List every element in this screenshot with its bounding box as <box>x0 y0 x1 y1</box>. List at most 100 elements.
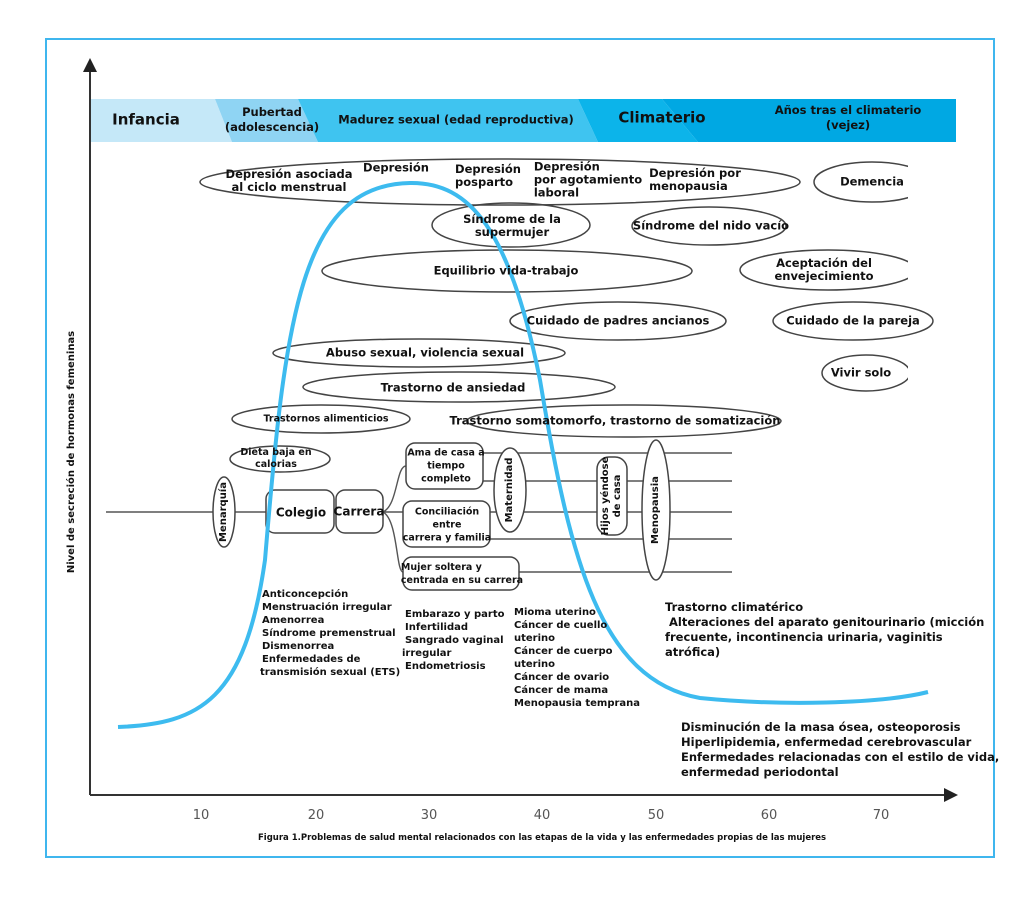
disease-item: Alteraciones del aparato genitourinario … <box>665 615 985 629</box>
diseases-elderly: Disminución de la masa ósea, osteoporosi… <box>681 720 999 780</box>
disease-item: Cáncer de cuello <box>514 620 608 631</box>
disease-item: Enfermedades de <box>262 654 361 665</box>
oval-depression <box>199 158 801 206</box>
stage-infancia: Infancia <box>112 110 180 129</box>
label-maternidad: Maternidad <box>504 457 515 523</box>
oval-supermujer <box>431 202 591 248</box>
y-axis-label: Nivel de secreción de hormonas femeninas <box>66 330 77 574</box>
text-line: de casa <box>612 474 623 518</box>
oval-pareja <box>772 301 934 341</box>
x-axis-arrow <box>944 788 958 802</box>
text-line: completo <box>421 473 471 485</box>
oval-somatomorfo <box>466 404 782 438</box>
box-ama <box>405 442 484 490</box>
text-line: entre <box>432 519 462 531</box>
figure-caption: Figura 1.Problemas de salud mental relac… <box>258 833 827 843</box>
disease-item: Sangrado vaginal <box>405 635 504 646</box>
disease-item: frecuente, incontinencia urinaria, vagin… <box>665 630 943 644</box>
label-demencia: Demencia <box>840 174 904 189</box>
text-line: tiempo <box>427 460 465 472</box>
disease-item: Síndrome premenstrual <box>262 628 396 639</box>
band-vejez <box>662 99 956 142</box>
disease-item: enfermedad periodontal <box>681 765 839 779</box>
oval-menarquia <box>212 476 236 548</box>
stage-pubertad-line: (adolescencia) <box>224 120 320 134</box>
text-line: carrera y familia <box>402 532 492 544</box>
diseases-reproductive: Embarazo y parto Infertilidad Sangrado v… <box>402 608 505 673</box>
oval-equilibrio <box>321 249 693 293</box>
text-line: Dieta baja en <box>240 447 312 458</box>
text-line: laboral <box>533 185 580 200</box>
oval-menopausia <box>641 439 671 581</box>
label-colegio: Colegio <box>275 505 327 520</box>
disease-item: uterino <box>514 659 556 670</box>
disease-item: Trastorno climatérico <box>665 600 804 614</box>
oval-ansiedad <box>302 371 616 403</box>
text-line: Depresión asociada <box>225 167 353 181</box>
disease-item: Embarazo y parto <box>405 609 505 620</box>
box-conciliacion <box>402 500 491 548</box>
text-line: centrada en su carrera <box>400 575 524 586</box>
text-line: calorias <box>255 459 297 470</box>
x-tick: 30 <box>420 808 438 823</box>
text-line: supermujer <box>474 225 550 239</box>
stage-pubertad-line: Pubertad <box>242 105 302 119</box>
oval-nido <box>631 206 787 246</box>
text-line: Depresión por <box>649 166 741 180</box>
text-line: envejecimiento <box>774 269 874 283</box>
text-line: posparto <box>455 175 514 189</box>
disease-item: Anticoncepción <box>262 589 349 600</box>
disease-item: Disminución de la masa ósea, osteoporosi… <box>681 720 961 734</box>
label-nido: Síndrome del nido vacío <box>632 218 790 233</box>
stage-vejez-line: (vejez) <box>825 118 871 132</box>
diseases-tumors: Mioma uterino Cáncer de cuello uterino C… <box>514 606 640 710</box>
label-pareja: Cuidado de la pareja <box>786 313 920 328</box>
figure-frame <box>45 38 995 858</box>
x-tick: 70 <box>872 808 890 823</box>
text-line: Aceptación del <box>776 256 872 270</box>
band-infancia <box>90 99 232 142</box>
label-padres: Cuidado de padres ancianos <box>526 313 710 328</box>
box-soltera <box>402 556 520 591</box>
disease-item: Menopausia temprana <box>514 698 641 709</box>
box-carrera <box>335 489 384 534</box>
disease-item: uterino <box>514 633 556 644</box>
disease-item: Enfermedades relacionadas con el estilo … <box>681 750 1000 764</box>
band-climaterio <box>578 99 698 142</box>
oval-maternidad <box>493 447 527 533</box>
disease-item: atrófica) <box>665 645 721 659</box>
x-tick: 40 <box>533 808 551 823</box>
label-depresion: Depresión <box>363 160 429 175</box>
diseases-adolescence: Anticoncepción Menstruación irregular Am… <box>260 588 401 679</box>
text-line: Ama de casa a <box>407 447 485 459</box>
label-menopausia: Menopausia <box>650 476 661 544</box>
disease-item: Amenorrea <box>262 615 325 626</box>
text-line: Conciliación <box>414 506 480 518</box>
disease-item: Dismenorrea <box>262 641 335 652</box>
label-somatomorfo: Trastorno somatomorfo, trastorno de soma… <box>449 413 781 428</box>
stage-vejez: Años tras el climaterio(vejez) <box>775 103 922 133</box>
x-tick: 20 <box>307 808 325 823</box>
disease-item: Cáncer de mama <box>514 685 609 696</box>
label-vivir-solo: Vivir solo <box>830 365 892 380</box>
band-madurez <box>298 99 598 142</box>
text-line: por agotamiento <box>533 172 643 187</box>
text-line: Depresión <box>455 162 521 176</box>
oval-padres <box>509 301 727 341</box>
stage-climaterio: Climaterio <box>618 108 706 127</box>
x-tick: 60 <box>760 808 778 823</box>
box-colegio <box>265 489 335 534</box>
label-alimenticios: Trastornos alimenticios <box>263 413 389 425</box>
label-ansiedad: Trastorno de ansiedad <box>380 380 526 395</box>
text-line: Hijos yéndose <box>600 456 611 536</box>
disease-item: transmisión sexual (ETS) <box>260 667 401 678</box>
text-line: al ciclo menstrual <box>231 180 347 194</box>
disease-item: Infertilidad <box>405 622 469 633</box>
